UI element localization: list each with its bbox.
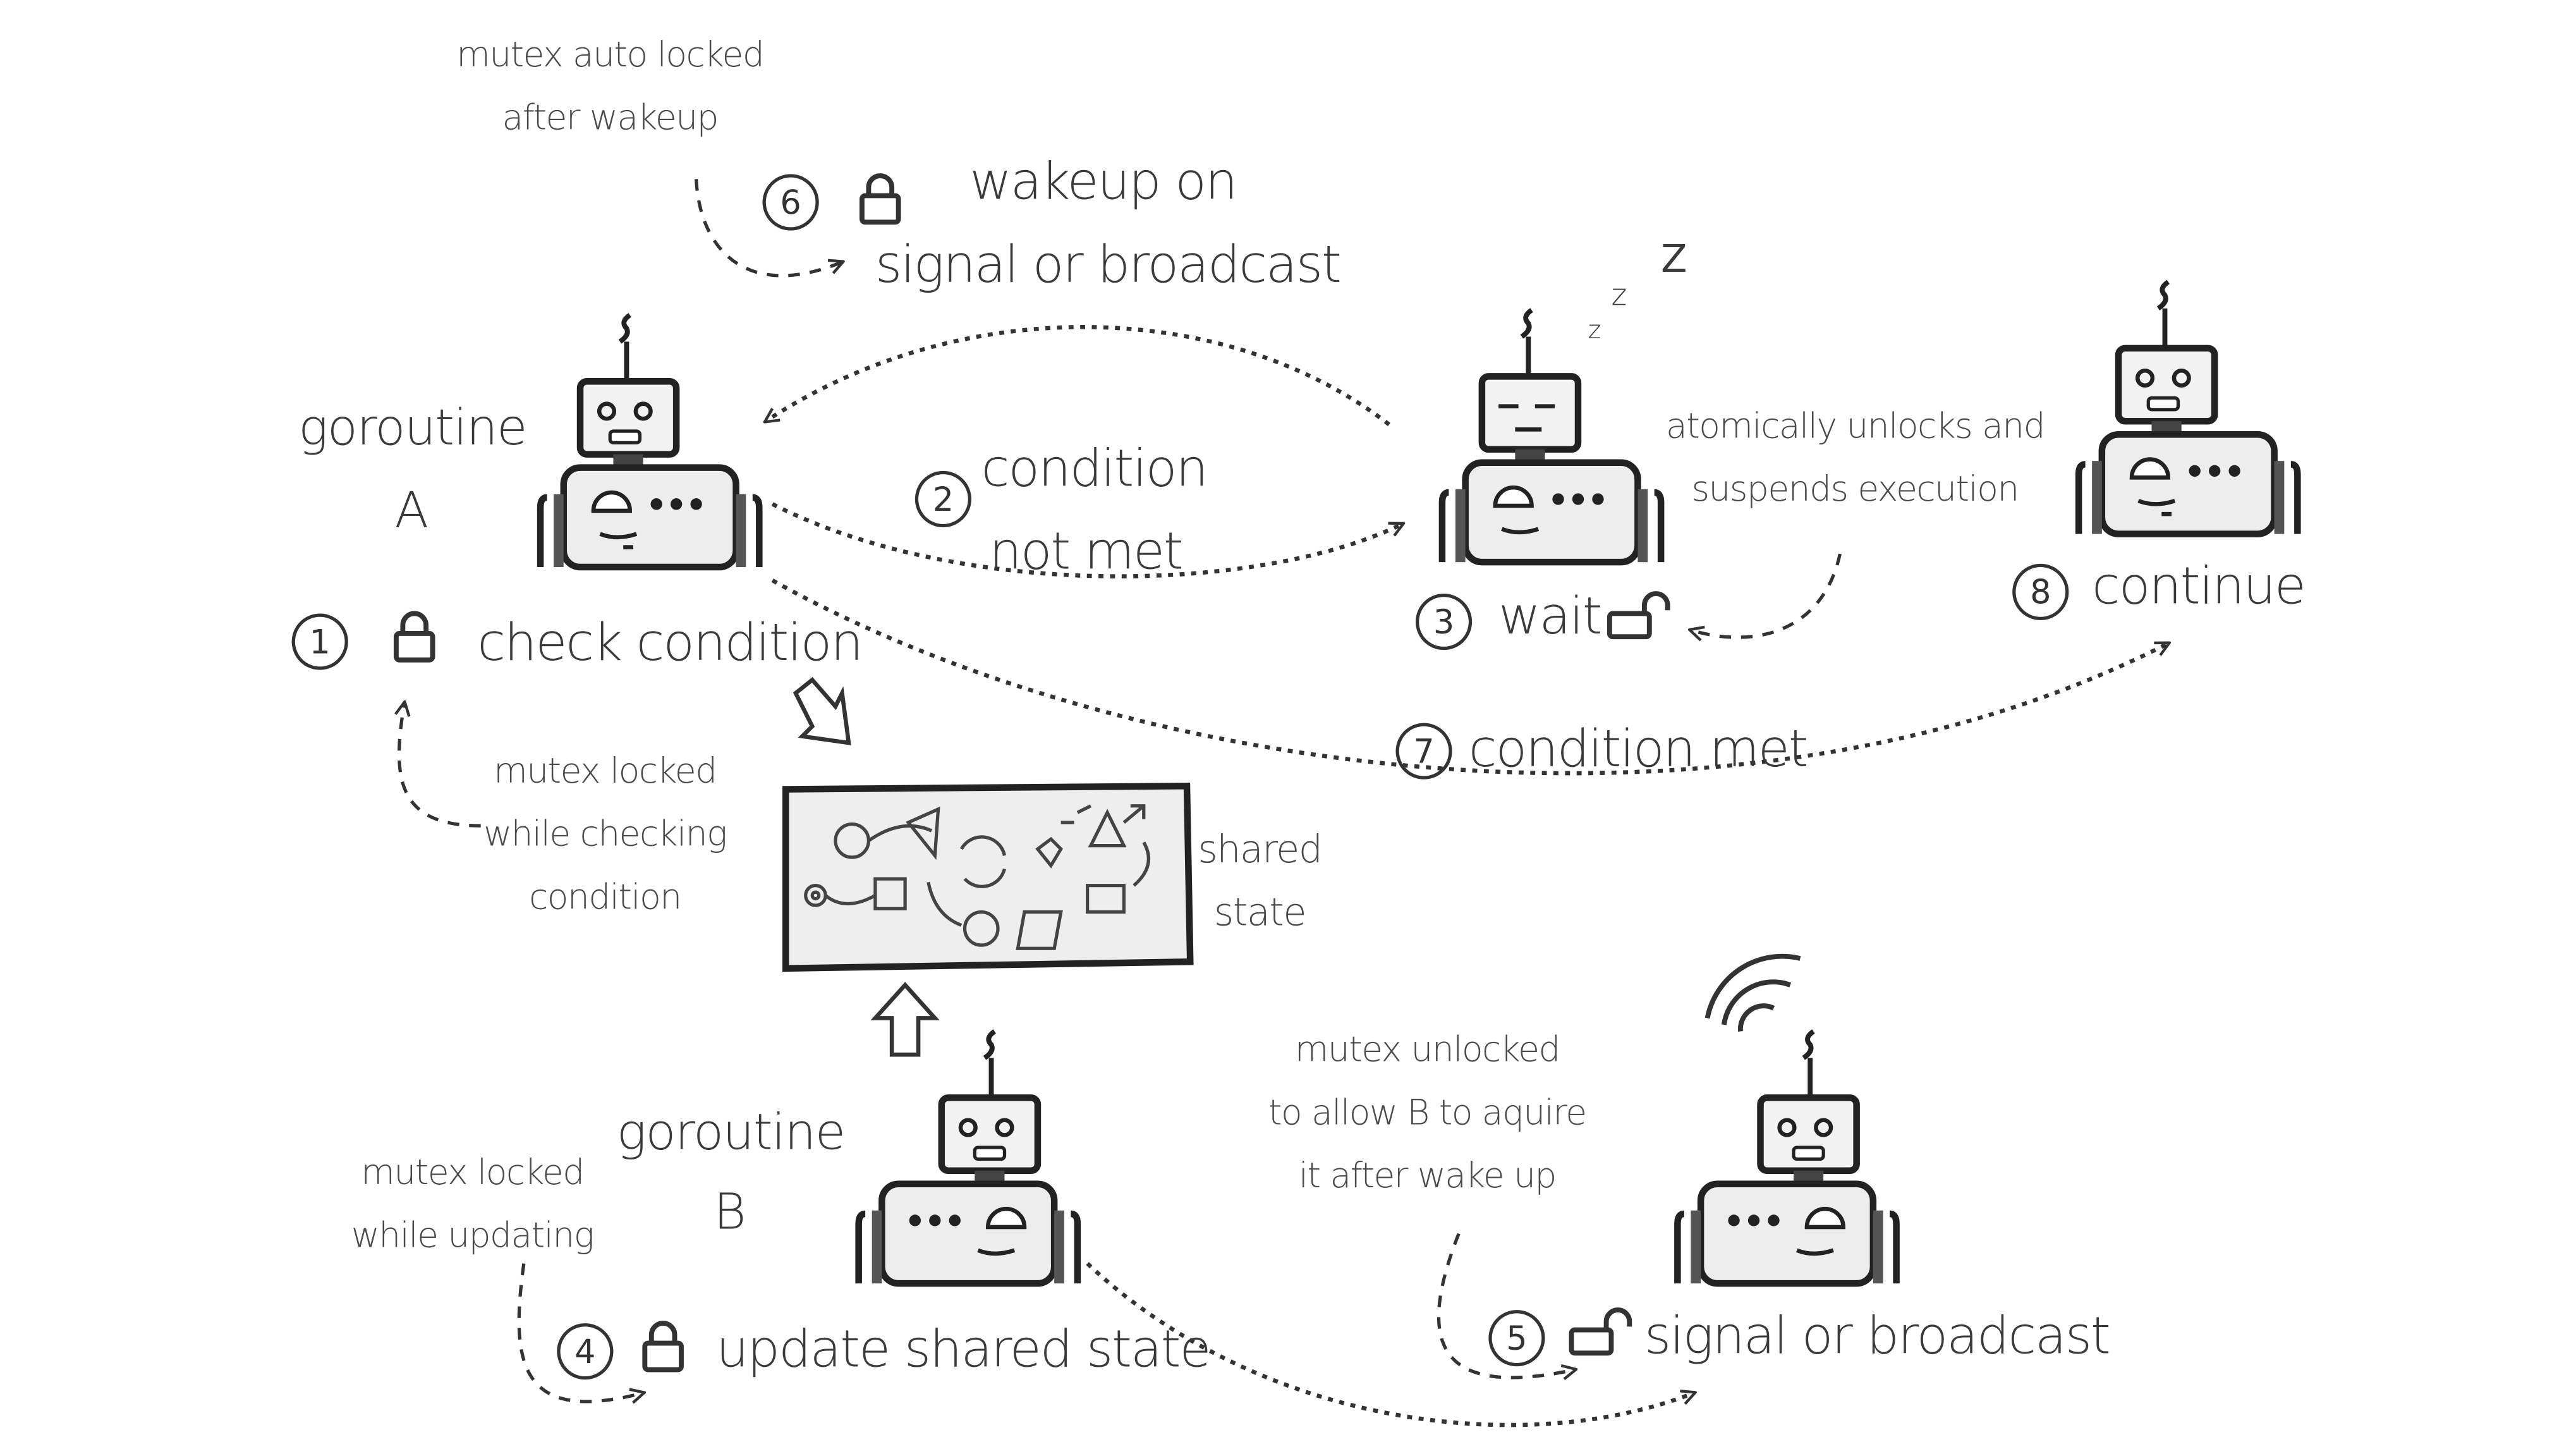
note-line: mutex locked — [361, 1152, 585, 1192]
note-line: condition — [529, 877, 682, 917]
arrow-condition-not-met — [771, 502, 1402, 578]
label-line: state — [1213, 892, 1307, 936]
step-2-text: condition not met — [981, 428, 1208, 594]
lock-icon — [396, 613, 433, 659]
label-goroutine-b: goroutine B — [616, 1094, 846, 1254]
step-4-number: 4 — [557, 1323, 614, 1380]
step-7-text: condition met — [1468, 719, 1809, 780]
step-2-line: condition — [981, 439, 1208, 499]
arrow-condition-met — [771, 578, 2168, 776]
step-2-number: 2 — [914, 470, 972, 528]
note-line: to allow B to aquire — [1268, 1092, 1587, 1133]
note-line: atomically unlocks and — [1666, 406, 2046, 446]
step-3-text: wait — [1498, 587, 1603, 647]
zzz-big: Z — [1661, 238, 1687, 282]
note-line: while checking — [483, 814, 727, 854]
note-line: after wakeup — [502, 97, 719, 138]
arrow-wakeup-back — [766, 325, 1390, 427]
label-line: goroutine — [616, 1104, 846, 1163]
step-5-text: signal or broadcast — [1644, 1306, 2111, 1367]
note-unlocked-allow: mutex unlocked to allow B to aquire it a… — [1253, 1018, 1601, 1207]
note-auto-locked: mutex auto locked after wakeup — [444, 23, 776, 149]
label-line: B — [714, 1183, 746, 1242]
broadcast-waves-icon — [1704, 953, 1801, 1032]
hollow-arrow-icon — [870, 982, 940, 1057]
label-line: A — [394, 482, 428, 541]
step-1-number: 1 — [291, 613, 348, 670]
note-line: suspends execution — [1691, 469, 2019, 510]
note-line: while updating — [351, 1215, 595, 1256]
zzz-mid: z — [1611, 278, 1627, 314]
note-locked-checking: mutex locked while checking condition — [464, 740, 746, 929]
robot-goroutine-b-icon — [859, 1031, 1078, 1283]
label-shared-state: shared state — [1190, 819, 1329, 945]
note-line: it after wake up — [1298, 1156, 1557, 1196]
robot-goroutine-a-icon — [540, 315, 759, 567]
step-6-number: 6 — [762, 174, 819, 231]
note-line: mutex auto locked — [456, 35, 765, 75]
note-line: mutex unlocked — [1294, 1029, 1561, 1070]
step-4-text: update shared state — [716, 1319, 1211, 1380]
zzz-small: z — [1588, 315, 1601, 345]
note-line: mutex locked — [494, 751, 717, 792]
unlock-icon — [1610, 594, 1668, 637]
lock-icon — [645, 1323, 681, 1369]
note-atomic-unlock: atomically unlocks and suspends executio… — [1666, 394, 2046, 520]
step-7-number: 7 — [1395, 723, 1452, 780]
step-6-text-line2: signal or broadcast — [875, 235, 1342, 295]
label-line: shared — [1198, 829, 1323, 872]
step-3-number: 3 — [1415, 593, 1473, 651]
step-8-text: continue — [2092, 557, 2306, 617]
step-8-number: 8 — [2012, 563, 2069, 620]
label-goroutine-a: goroutine A — [298, 388, 527, 554]
label-line: goroutine — [298, 400, 527, 458]
hollow-arrow-icon — [793, 676, 851, 745]
broadcasting-robot-icon — [1677, 1031, 1896, 1283]
shared-state-board-icon — [782, 782, 1194, 972]
step-6-text-line1: wakeup on — [969, 152, 1237, 212]
step-5-number: 5 — [1488, 1310, 1545, 1367]
step-2-line: not met — [989, 522, 1184, 582]
unlock-icon — [1572, 1310, 1630, 1353]
lock-icon — [862, 176, 899, 222]
step-1-text: check condition — [477, 613, 863, 673]
sleeping-robot-icon — [1442, 310, 1661, 562]
robot-continue-icon — [2079, 282, 2297, 534]
note-locked-updating: mutex locked while updating — [332, 1141, 614, 1267]
